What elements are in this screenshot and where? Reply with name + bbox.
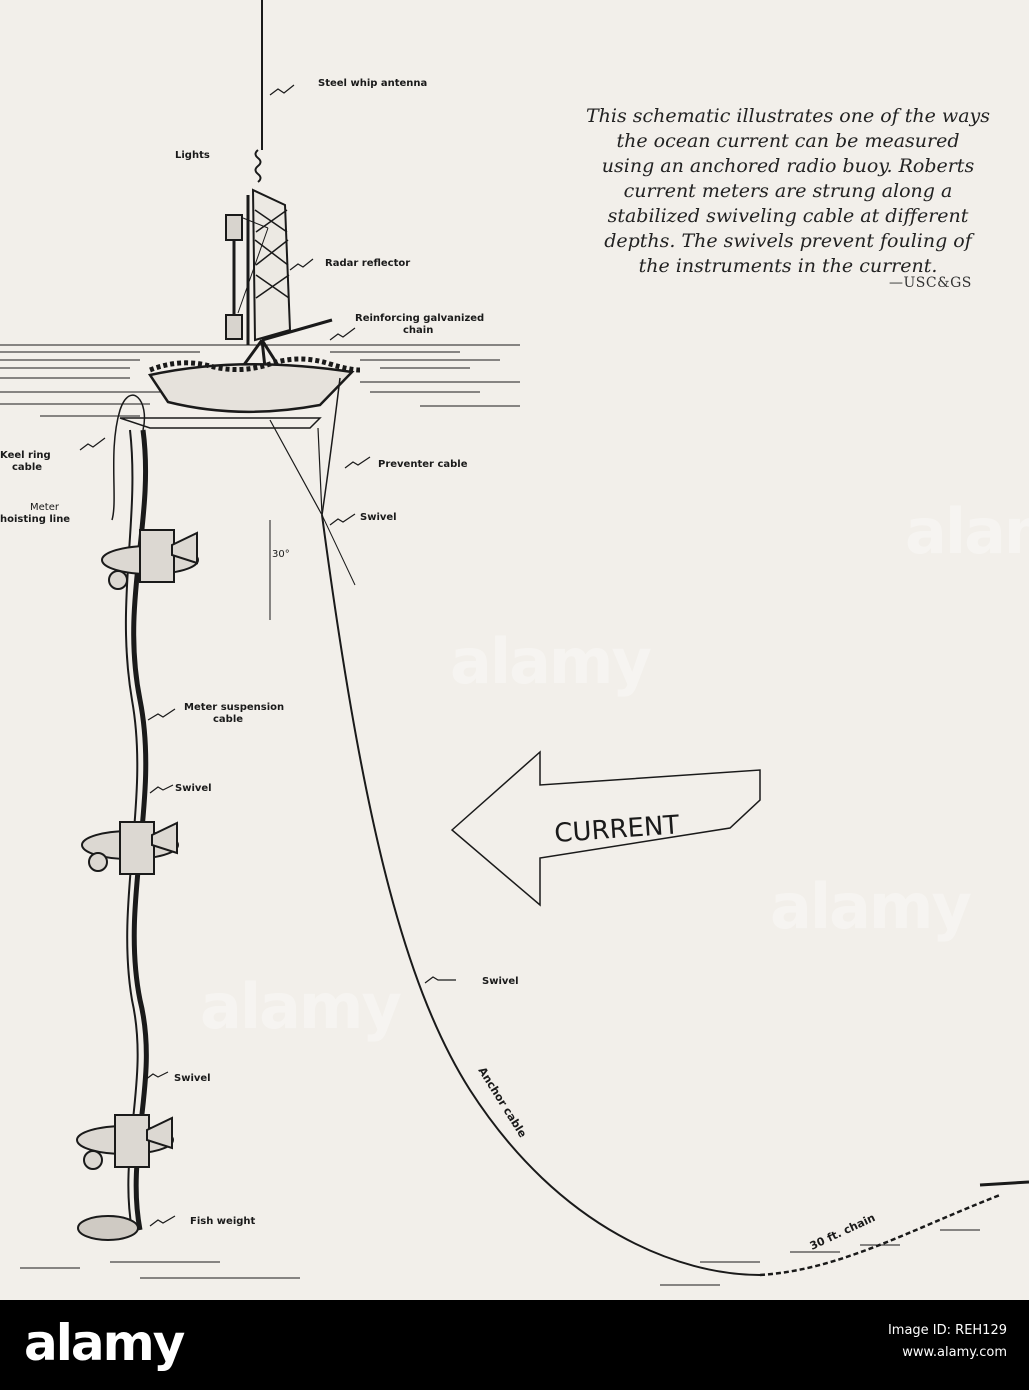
label-preventer: Preventer cable: [378, 459, 468, 470]
label-suspension-line1: Meter suspension: [184, 702, 284, 713]
caption: This schematic illustrates one of the wa…: [585, 105, 991, 277]
sea-surface: [0, 344, 520, 417]
label-keel-line1: Keel ring: [0, 450, 51, 461]
footer-image-info: Image ID: REH129 www.alamy.com: [888, 1320, 1007, 1364]
diagram-stage: Steel whip antenna Lights Radar reflecto…: [0, 0, 1029, 1286]
anchor-cable: [321, 514, 761, 1276]
label-swivel-2: Swivel: [175, 783, 212, 794]
label-swivel-3: Swivel: [482, 976, 519, 987]
label-swivel-4: Swivel: [174, 1073, 211, 1084]
label-anchor-cable: Anchor cable: [475, 1065, 529, 1140]
footer-logo[interactable]: alamy: [24, 1314, 185, 1372]
label-chain-line1: Reinforcing galvanized: [355, 313, 484, 324]
current-arrow: [450, 750, 761, 907]
label-suspension-line2: cable: [213, 714, 243, 725]
label-hoist-line1: Meter: [30, 502, 60, 513]
label-keel-line2: cable: [12, 462, 42, 473]
label-lights: Lights: [175, 150, 210, 161]
current-meter-1: [101, 529, 199, 590]
label-antenna: Steel whip antenna: [318, 78, 427, 89]
label-angle: 30°: [272, 549, 290, 560]
fish-weight-shape: [77, 1215, 139, 1241]
label-30ft-chain: 30 ft. chain: [808, 1211, 877, 1253]
label-chain-line2: chain: [403, 325, 433, 336]
watermark: alamy: [200, 970, 402, 1043]
credit: —USC&GS: [889, 275, 972, 291]
current-meter-3: [76, 1114, 174, 1170]
light-bottom: [225, 314, 243, 340]
label-radar-reflector: Radar reflector: [325, 258, 410, 269]
light-top: [225, 214, 243, 241]
watermark: alamy: [450, 625, 652, 698]
current-meter-2: [81, 821, 179, 875]
site-url[interactable]: www.alamy.com: [902, 1345, 1007, 1360]
label-fish-weight: Fish weight: [190, 1216, 256, 1227]
watermark: alamy: [905, 495, 1029, 568]
footer-bar: alamy Image ID: REH129 www.alamy.com: [0, 1300, 1029, 1390]
label-swivel-1: Swivel: [360, 512, 397, 523]
label-hoist-line2: hoisting line: [0, 514, 70, 525]
buoy-schematic: Steel whip antenna Lights Radar reflecto…: [0, 0, 1029, 1286]
buoy-hull: [147, 362, 355, 414]
image-id: Image ID: REH129: [887, 1323, 1007, 1338]
watermark: alamy: [770, 870, 972, 943]
thirty-ft-chain: [759, 1193, 1001, 1277]
